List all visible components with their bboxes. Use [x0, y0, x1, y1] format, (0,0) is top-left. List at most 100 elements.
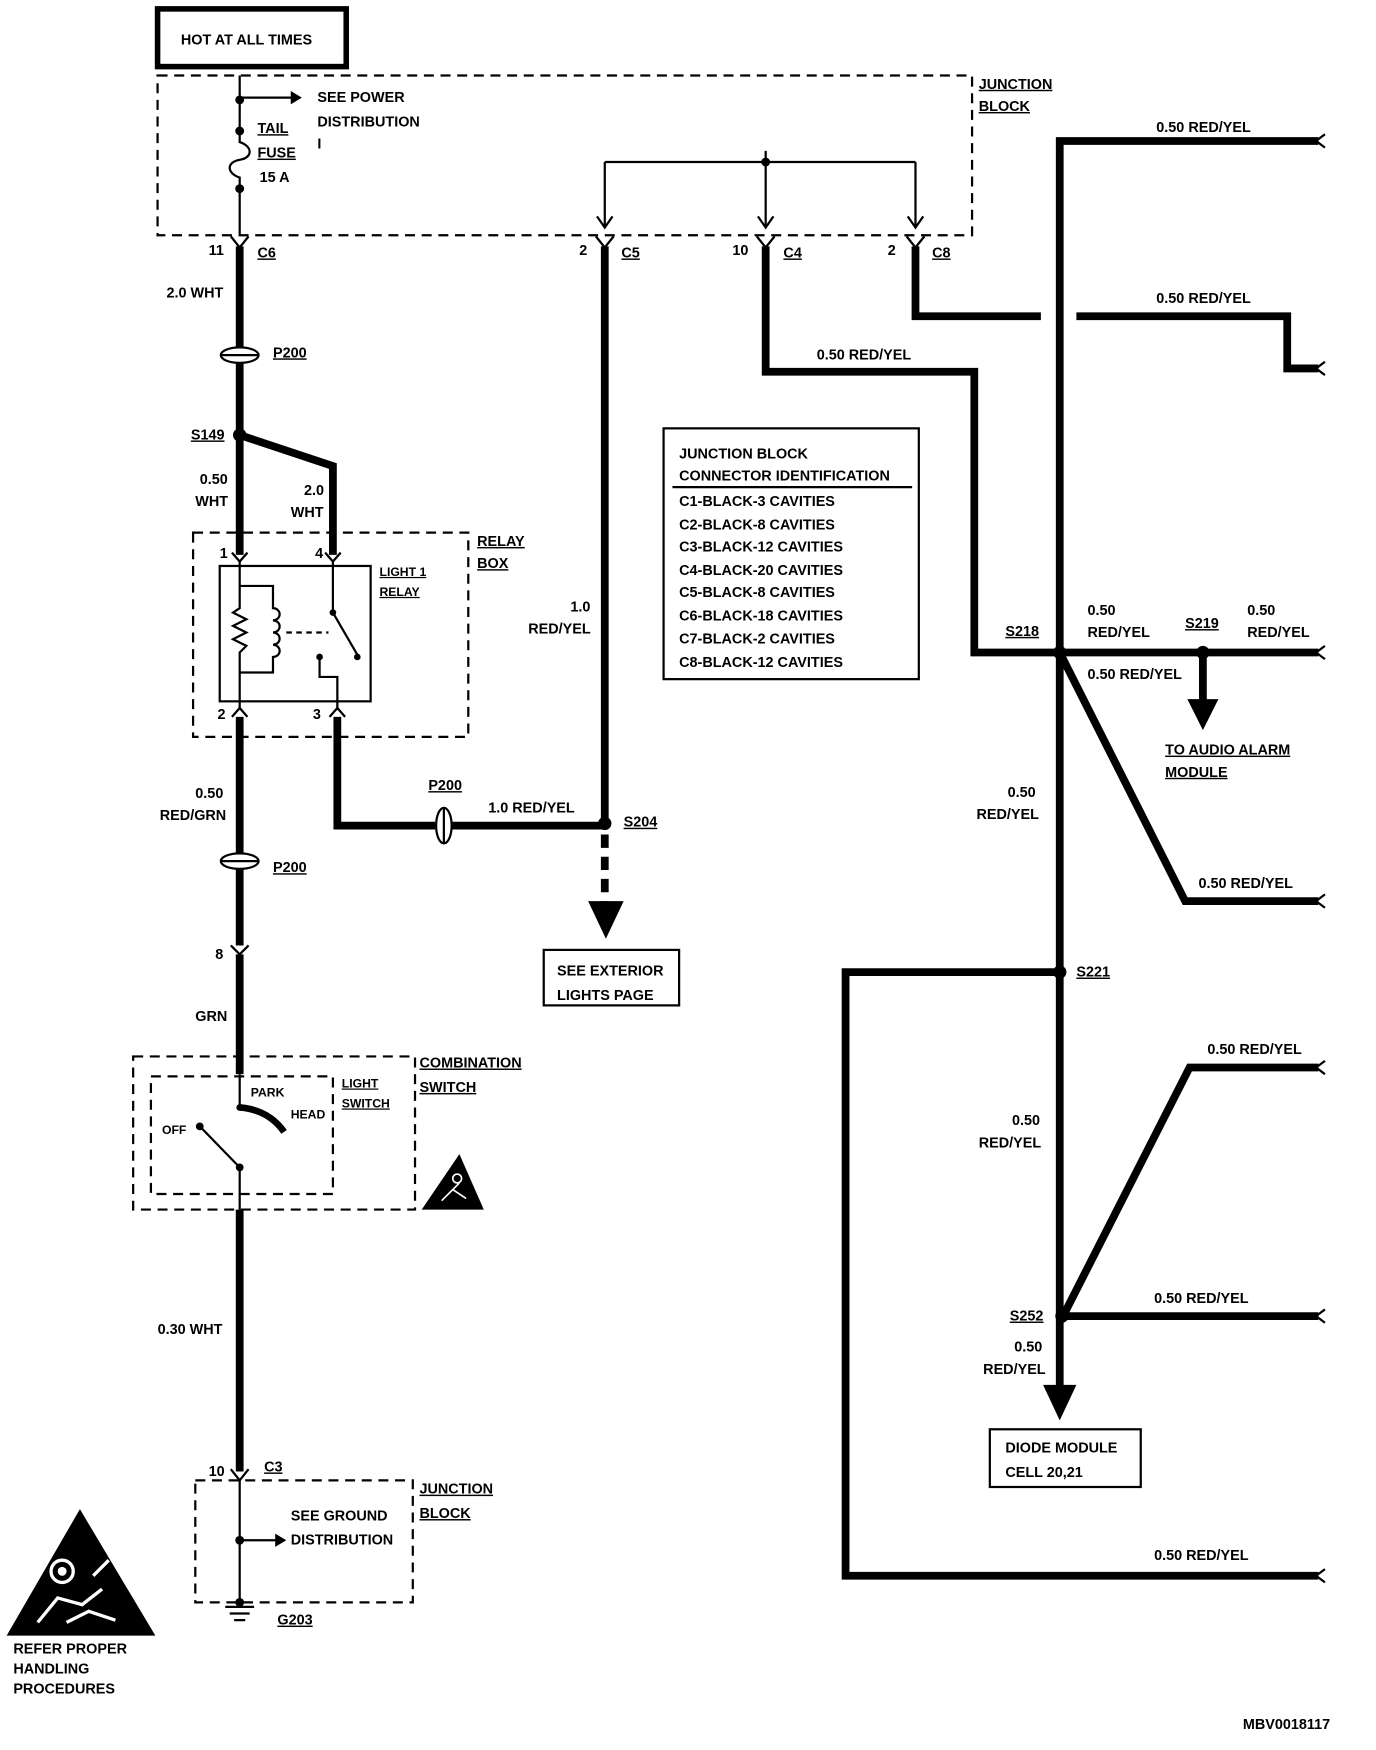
combination-switch-label: COMBINATION [419, 1056, 521, 1072]
wire-c8 [1076, 312, 1319, 373]
connector-c8-terminal-icon [905, 235, 926, 250]
power-distribution-ref: I [317, 137, 321, 153]
splice-s219-label: S219 [1185, 616, 1219, 632]
splice-s149-label: S149 [191, 427, 225, 443]
airbag-warning-icon [451, 1173, 463, 1184]
wire-label: 0.50 RED/YEL [817, 348, 912, 364]
ground-icon [225, 1605, 255, 1622]
junction-block-bottom-label: BLOCK [419, 1506, 471, 1522]
diode-module-ref: DIODE MODULE [1005, 1441, 1117, 1457]
light-1-relay-label: RELAY [380, 585, 420, 599]
switch-arm [201, 1127, 241, 1169]
wire-label: 0.50 RED/YEL [1154, 1291, 1249, 1307]
splice-s204-label: S204 [624, 815, 658, 831]
audio-alarm-ref: TO AUDIO ALARM [1165, 743, 1290, 759]
ground-label: G203 [277, 1613, 312, 1629]
connector-id-row: C8-BLACK-12 CAVITIES [679, 655, 843, 671]
wire-label: 0.50 RED/YEL [1198, 876, 1293, 892]
connector-c8-label: C8 [932, 245, 950, 261]
switch-position-head: HEAD [291, 1108, 326, 1122]
connector-id-table [662, 427, 920, 681]
connector-id-row: C5-BLACK-8 CAVITIES [679, 585, 835, 601]
combination-switch-outline [132, 1055, 417, 1211]
connector-c5-label: C5 [621, 245, 639, 261]
wire-label: 0.50 [1012, 1113, 1040, 1129]
airbag-warning-icon [441, 1182, 467, 1202]
wire-label: 0.50 RED/YEL [1156, 291, 1251, 307]
connector-c5-terminal-icon [595, 235, 615, 250]
warning-text: REFER PROPER [13, 1641, 127, 1657]
wire-label: 0.50 [1008, 785, 1036, 801]
relay-pin-label: 4 [315, 546, 323, 562]
connector-id-row: C1-BLACK-3 CAVITIES [679, 494, 835, 510]
connector-id-row: C4-BLACK-20 CAVITIES [679, 563, 843, 579]
wire-label: 1.0 RED/YEL [488, 800, 575, 816]
relay-pin-label: 3 [313, 707, 321, 723]
bus-arrow-icon [757, 215, 775, 230]
hot-at-all-times-box [154, 6, 349, 70]
connector-pin-label: 8 [215, 947, 223, 963]
splice-s218-label: S218 [1005, 624, 1039, 640]
switch-position-park: PARK [251, 1085, 285, 1099]
switch-off-contact-dot [195, 1122, 204, 1131]
connector-pin8-terminal-icon [230, 944, 250, 956]
diode-module-ref: CELL 20,21 [1005, 1465, 1082, 1481]
connector-c8-pin: 2 [888, 243, 896, 259]
wire-label: 0.50 [195, 786, 223, 802]
fuse-rating: 15 A [260, 170, 290, 186]
wire-end-terminal-icon [1315, 1059, 1326, 1076]
distribution-bus-dot [761, 157, 771, 167]
wire-label: 0.50 RED/YEL [1087, 667, 1182, 683]
connector-id-row: C6-BLACK-18 CAVITIES [679, 608, 843, 624]
junction-block-top-label: JUNCTION [979, 77, 1053, 93]
light-1-relay-label: LIGHT 1 [380, 565, 427, 579]
ground-distribution-ref: SEE GROUND [291, 1508, 388, 1524]
wire-label: 0.50 [1014, 1340, 1042, 1356]
ground-distribution-ref: DISTRIBUTION [291, 1533, 393, 1549]
light-switch-outline [149, 1075, 335, 1196]
wire-label: RED/YEL [528, 622, 591, 638]
wire-label: 0.50 [1087, 603, 1115, 619]
airbag-warning-icon [421, 1154, 484, 1210]
wire-label: WHT [195, 494, 228, 510]
wire-s149-to-relay-pin4 [238, 431, 337, 555]
relay-pin-label: 1 [220, 546, 228, 562]
connector-id-row: C2-BLACK-8 CAVITIES [679, 517, 835, 533]
connector-c4-terminal-icon [755, 235, 776, 250]
wire-label: 0.50 RED/YEL [1156, 120, 1251, 136]
relay-contact-line [318, 656, 339, 708]
connector-p200-label: P200 [273, 345, 307, 361]
warning-text: HANDLING [13, 1661, 89, 1677]
light-1-relay-body [218, 564, 372, 703]
splice-s204-dot [598, 816, 612, 831]
bus-arrow-icon [906, 215, 925, 230]
connector-id-row: C3-BLACK-12 CAVITIES [679, 540, 843, 556]
wire-end-terminal-icon [1315, 1568, 1326, 1584]
wire-label: WHT [291, 505, 324, 521]
power-distribution-ref: DISTRIBUTION [317, 115, 419, 131]
wire-label: 1.0 [570, 599, 590, 615]
airbag-handling-warning-icon [49, 1558, 75, 1585]
drawing-id: MBV0018117 [1243, 1717, 1330, 1733]
connector-c4-label: C4 [783, 245, 801, 261]
connector-id-title: JUNCTION BLOCK [679, 446, 808, 462]
relay-resistor-icon [230, 561, 249, 708]
airbag-handling-warning-icon [36, 1559, 116, 1624]
wire-label: GRN [195, 1009, 227, 1025]
connector-c3-pin: 10 [209, 1464, 225, 1480]
wire-label: RED/YEL [977, 807, 1040, 823]
wire-label: RED/YEL [983, 1362, 1046, 1378]
wire-c8 [911, 246, 1041, 321]
power-ref-arrow-icon [290, 91, 302, 105]
fuse-name: FUSE [257, 146, 296, 162]
wire-end-terminal-icon [1315, 360, 1326, 376]
down-arrow-icon [588, 901, 624, 939]
airbag-handling-warning-icon [57, 1566, 67, 1576]
exterior-lights-ref-box [542, 948, 681, 1007]
switch-position-off: OFF [162, 1123, 186, 1137]
relay-pin-terminal-icon [231, 706, 249, 718]
relay-contact-dot [353, 653, 361, 661]
bus-arrow-icon [596, 215, 614, 230]
wire-s252-diagonal [1059, 1063, 1319, 1318]
